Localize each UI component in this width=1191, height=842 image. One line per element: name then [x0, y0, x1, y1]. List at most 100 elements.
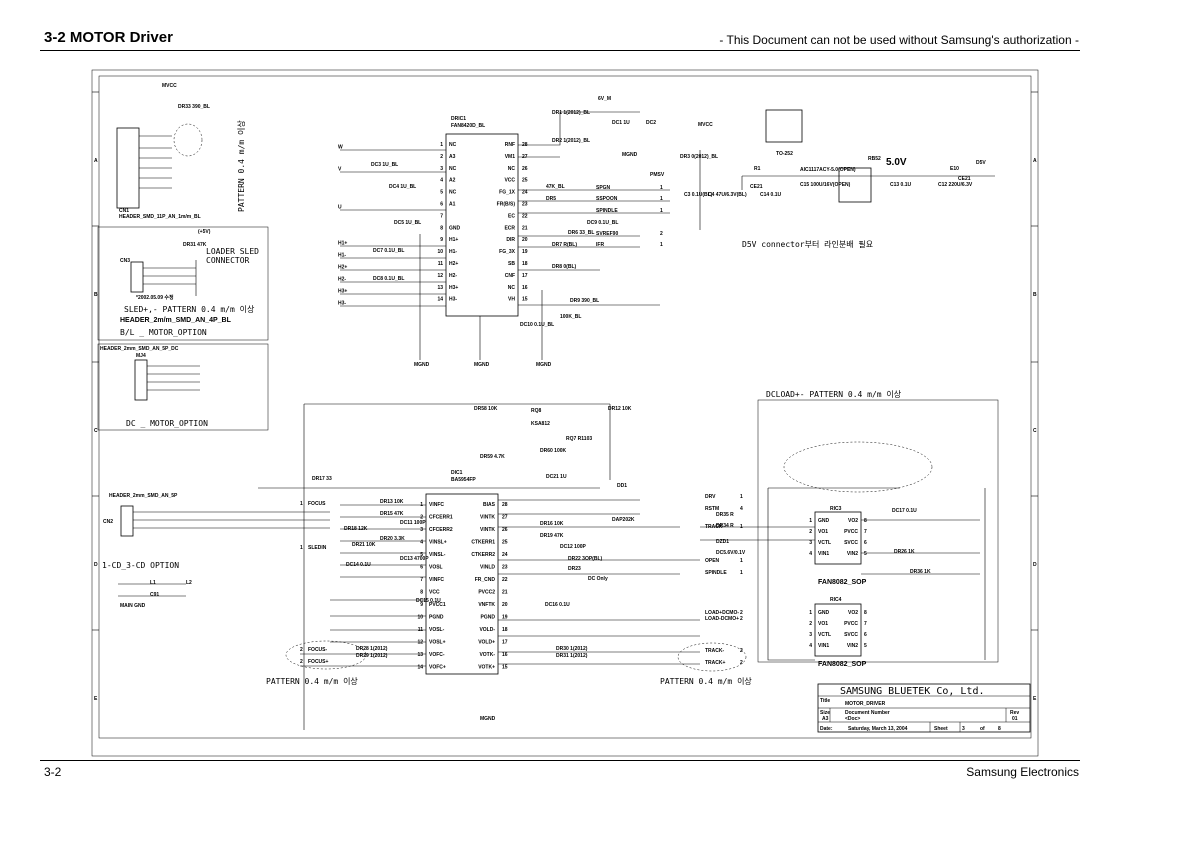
drc1-input-signal: H2+ — [338, 265, 347, 271]
to252-package — [765, 109, 803, 143]
drc1-left-pin-number: 3 — [440, 166, 443, 172]
drc1-input-signal: H1- — [338, 253, 346, 259]
dic1-right-pin-name: CTKERR2 — [471, 552, 495, 558]
dic1-right-pin-name: VOTK+ — [478, 665, 495, 671]
resistor-label: DR3 0(2012)_BL — [680, 154, 718, 160]
authorization-notice: - This Document can not be used without … — [719, 33, 1079, 47]
drc1-left-pin-name: H3- — [449, 297, 457, 303]
drc1-input-signal: H2- — [338, 277, 346, 283]
page-title: 3-2 MOTOR Driver — [44, 29, 173, 46]
publisher: Samsung Electronics — [966, 765, 1079, 779]
drc1-left-pin-number: 14 — [437, 297, 443, 303]
ric4-part: FAN8082_SOP — [818, 661, 867, 668]
dic1-left-pin-name: VOFC- — [429, 652, 445, 658]
drc1-input-signal: U — [338, 205, 342, 211]
drc1-left-pin-number: 13 — [437, 285, 443, 291]
dic1-output-signal: LOAD+DCMO- — [705, 610, 739, 616]
ric4-left-pin-name: GND — [818, 610, 830, 616]
capacitor-label: DC3 1U_BL — [371, 162, 398, 168]
drc1-left-pin-name: NC — [449, 166, 457, 172]
dic1-output-signal: OPEN — [705, 558, 720, 564]
capacitor-label: CE21 — [750, 184, 763, 190]
dic1-right-pin-name: VINLD — [480, 565, 495, 571]
ric3-right-pin-name: PVCC — [844, 529, 858, 535]
title-block-title: MOTOR_DRIVER — [845, 701, 886, 707]
resistor-label: DR9 390_BL — [570, 298, 599, 304]
dic1-right-pin-number: 24 — [502, 552, 508, 558]
resistor-label: DR29 1(2012) — [356, 653, 388, 659]
title-block-sheet-label: Sheet — [934, 726, 948, 732]
grid-letter-left: C — [94, 428, 98, 434]
cn2-part: HEADER_2mm_SMD_AN_5P — [109, 493, 178, 499]
regulator-part: AIC1117ACY-5.0(OPEN) — [800, 167, 856, 173]
resistor-label: DR23 — [568, 566, 581, 572]
drc1-left-pin-number: 2 — [440, 154, 443, 160]
ric3-right-pin-name: VO2 — [848, 518, 858, 524]
drc1-right-pin-name: ECR — [504, 225, 515, 231]
grid-letter-left: D — [94, 562, 98, 568]
resistor-label: DR13 10K — [380, 499, 404, 505]
cn2-ref: CN2 — [103, 519, 113, 525]
ic-ric3 — [814, 511, 862, 565]
dic1-right-pin-name: PGND — [481, 615, 496, 621]
dic1-left-pin-number: 14 — [417, 665, 423, 671]
ric4-left-pin-number: 2 — [809, 621, 812, 627]
dic1-output-signal: SPINDLE — [705, 570, 727, 576]
capacitor-label: DC17 0.1U — [892, 508, 917, 514]
drc1-right-pin-number: 15 — [522, 297, 528, 303]
power-rail-label: D5V — [976, 160, 986, 166]
drc1-output-signal-sheet: 1 — [660, 196, 663, 202]
drc1-left-pin-name: H1- — [449, 249, 457, 255]
dzd1-part: DC5.6V/0.1V — [716, 550, 746, 556]
drc1-output-signal-sheet: 2 — [660, 231, 663, 237]
capacitor-label: DC8 0.1U_BL — [373, 276, 404, 282]
drc1-right-pin-number: 21 — [522, 225, 528, 231]
cn3-ref: CN3 — [120, 258, 130, 264]
drc1-right-pin-number: 26 — [522, 166, 528, 172]
drc1-left-pin-number: 4 — [440, 178, 443, 184]
sheet-inner-border — [98, 75, 1032, 739]
dic1-output-signal-sheet: 4 — [740, 506, 743, 512]
resistor-label: DR58 10K — [474, 406, 498, 412]
resistor-label: DR12 10K — [608, 406, 632, 412]
mj4-ref: MJ4 — [136, 353, 146, 359]
connector-cn2 — [120, 505, 134, 537]
drc1-left-pin-name: A2 — [449, 178, 456, 184]
dic1-output-signal: RSTM — [705, 506, 719, 512]
dic1-left-pin-name: PGND — [429, 615, 444, 621]
ric3-left-pin-number: 1 — [809, 518, 812, 524]
dic1-right-pin-number: 16 — [502, 652, 508, 658]
capacitor-label: DC4 1U_BL — [389, 184, 416, 190]
dic1-left-pin-number: 13 — [417, 652, 423, 658]
resistor-label: DR31 47K — [183, 242, 207, 248]
resistor-label: DR1 1(2012)_BL — [552, 110, 590, 116]
ic-drc1 — [445, 133, 519, 317]
ric4-right-pin-number: 6 — [864, 632, 867, 638]
ric3-right-pin-name: VIN2 — [847, 551, 858, 557]
resistor-label: R1 — [754, 166, 761, 172]
dic1-right-pin-number: 15 — [502, 665, 508, 671]
drc1-output-signal: SVREF90 — [596, 231, 618, 237]
grid-letter-left: A — [94, 158, 98, 164]
dic1-left-pin-number: 8 — [420, 590, 423, 596]
dic1-output-signal: LOAD-DCMO+ — [705, 616, 739, 622]
pattern-note-vertical: PATTERN 0.4 m/m 이상 — [236, 120, 246, 212]
dic1-right-pin-name: BIAS — [483, 502, 496, 508]
dic1-output-signal-sheet: 1 — [740, 524, 743, 530]
drc1-input-signal: H3+ — [338, 289, 347, 295]
sheet-outer-border — [91, 69, 1039, 757]
pattern-note-bottom-right: PATTERN 0.4 m/m 이상 — [660, 676, 752, 686]
rq8-part: KSA812 — [531, 421, 550, 427]
drc1-right-pin-number: 25 — [522, 178, 528, 184]
dic1-right-pin-number: 21 — [502, 590, 508, 596]
drc1-right-pin-number: 23 — [522, 202, 528, 208]
dic1-right-pin-name: VOTK- — [479, 652, 495, 658]
power-rail-label: MVCC — [698, 122, 713, 128]
drc1-right-pin-name: VH — [508, 297, 515, 303]
title-block-lines — [818, 695, 1030, 732]
cd-option-note: 1-CD_3-CD OPTION — [102, 561, 179, 570]
drc1-left-pin-number: 8 — [440, 225, 443, 231]
dic1-part: BA5954FP — [451, 477, 476, 483]
mgnd-label-1: MGND — [414, 362, 430, 368]
capacitor-label: DC9 0.1U_BL — [587, 220, 618, 226]
